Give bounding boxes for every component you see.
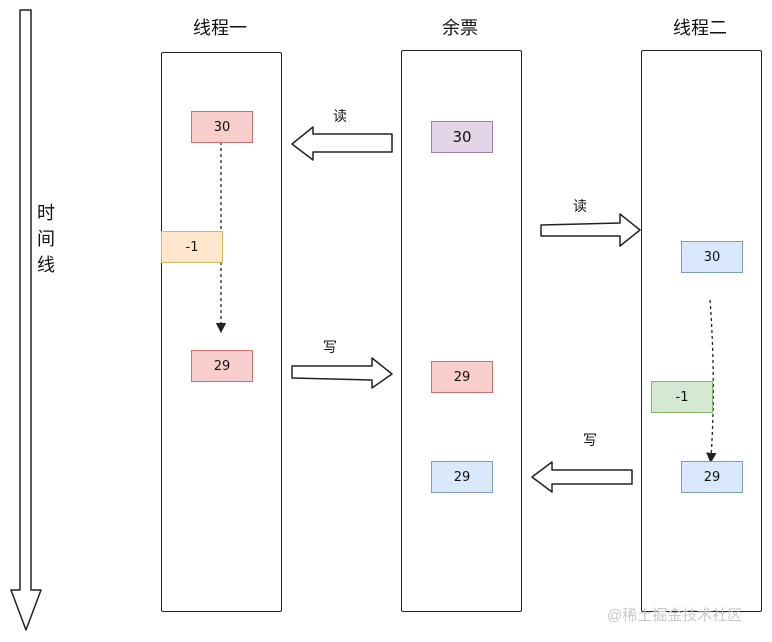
timeline-label: 时 间 线	[36, 200, 56, 278]
write2-label: 写	[583, 432, 597, 448]
thread2-decrement: -1	[651, 381, 713, 413]
remaining-after-thread2: 29	[431, 461, 493, 493]
thread2-result: 29	[681, 461, 743, 493]
thread1-decrement: -1	[161, 231, 223, 263]
thread2-title: 线程二	[673, 18, 727, 38]
remaining-after-thread1: 29	[431, 361, 493, 393]
write1-label: 写	[323, 339, 337, 355]
write2-arrow	[531, 461, 633, 493]
thread2-read-value: 30	[681, 241, 743, 273]
thread2-lane	[641, 50, 762, 612]
read2-label: 读	[573, 198, 587, 214]
thread1-result: 29	[191, 350, 253, 382]
write1-arrow	[291, 357, 393, 389]
watermark: @稀土掘金技术社区	[607, 607, 743, 624]
timeline-char: 间	[37, 229, 55, 249]
thread1-read-value: 30	[191, 111, 253, 143]
read1-label: 读	[333, 108, 347, 124]
timeline-char: 时	[37, 203, 55, 223]
read2-arrow	[540, 213, 641, 247]
read1-arrow	[291, 126, 393, 161]
timeline-char: 线	[37, 255, 55, 275]
thread2-dashed-arrow	[706, 299, 717, 464]
thread1-title: 线程一	[193, 18, 247, 38]
remaining-initial: 30	[431, 121, 493, 153]
remaining-title: 余票	[442, 18, 478, 38]
